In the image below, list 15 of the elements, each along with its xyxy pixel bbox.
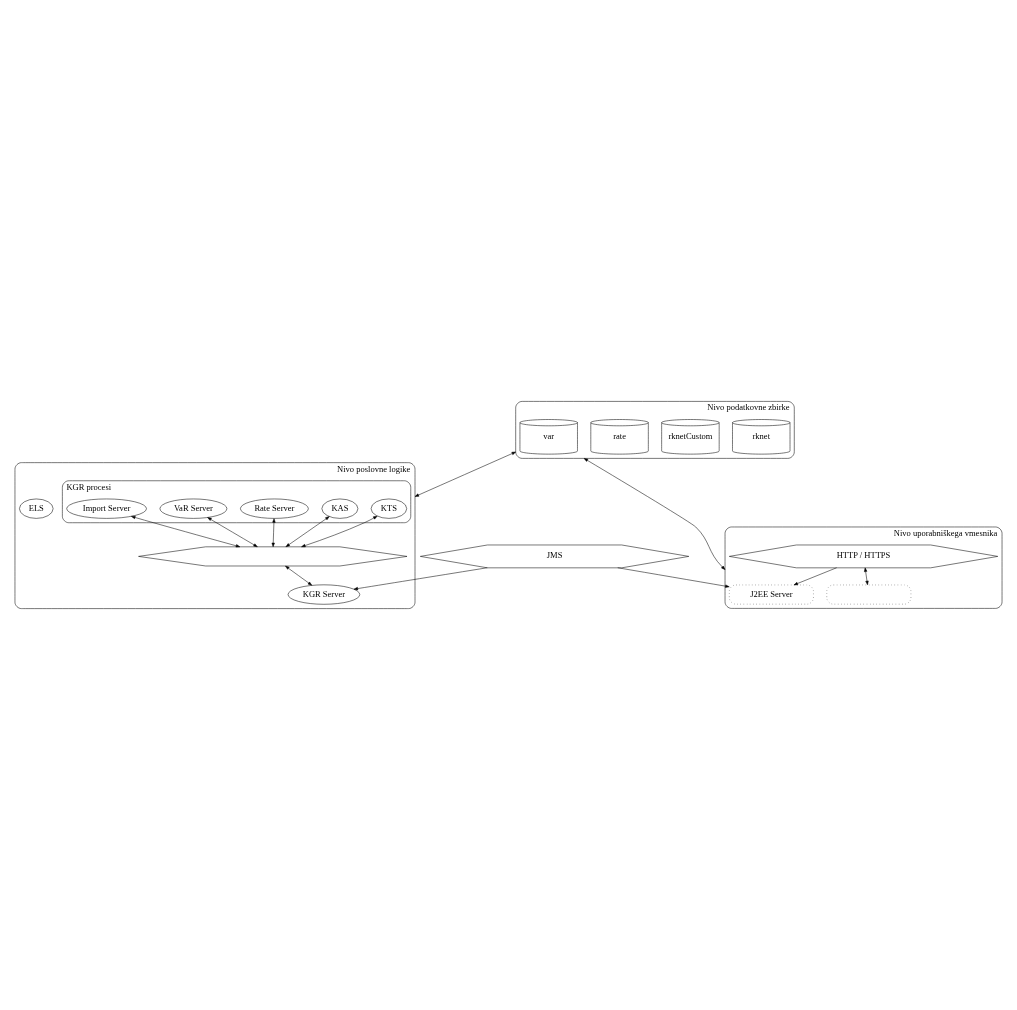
arrow: [285, 565, 313, 586]
node-ellipse: Rate Server: [240, 498, 309, 519]
arrow: [793, 567, 837, 586]
arrow: [414, 451, 516, 497]
arrow: [617, 567, 730, 588]
arrow: [207, 517, 258, 548]
arrow: [353, 567, 488, 591]
arrow: [301, 515, 378, 548]
node-box: [826, 584, 912, 605]
arrow: [271, 518, 276, 548]
arrow: [285, 516, 330, 547]
arrow: [583, 458, 726, 570]
arrow: [864, 567, 869, 586]
arrow: [131, 515, 241, 548]
node-ellipse: ELS: [19, 498, 54, 519]
